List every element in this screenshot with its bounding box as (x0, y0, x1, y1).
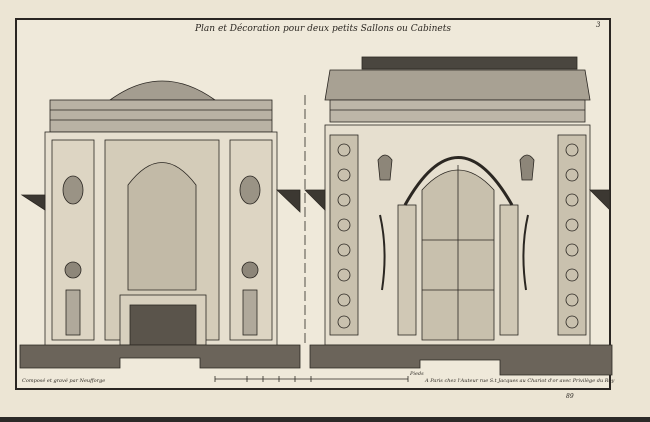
right-elevation (304, 56, 613, 376)
left-medallion-r (239, 175, 261, 205)
right-cornice (324, 69, 591, 101)
left-dome (108, 80, 217, 101)
right-floor-plan (309, 344, 613, 376)
left-floor-plan (19, 344, 301, 369)
plate-number: 89 (566, 393, 574, 400)
publisher-credit: A Paris chez l'Auteur rue S.t Jacques au… (425, 378, 615, 384)
bottom-edge (0, 417, 650, 422)
right-pilaster-r (557, 134, 587, 336)
scale-label: Pieds (410, 371, 424, 377)
right-vase-l (377, 154, 393, 181)
engraver-credit: Composé et gravé par Neufforge (22, 378, 106, 384)
left-bust-r (241, 261, 259, 279)
left-bust-l (64, 261, 82, 279)
left-medallion-l (62, 175, 84, 205)
right-pilaster-l (329, 134, 359, 336)
right-vase-r (519, 154, 535, 181)
left-cornice (49, 99, 273, 133)
page-number: 3 (596, 21, 601, 29)
left-elevation (19, 80, 301, 369)
scale-bar (214, 376, 409, 382)
left-arched-mirror (127, 162, 197, 291)
plate-title: Plan et Décoration pour deux petits Sall… (195, 24, 451, 34)
right-arch (403, 156, 514, 206)
